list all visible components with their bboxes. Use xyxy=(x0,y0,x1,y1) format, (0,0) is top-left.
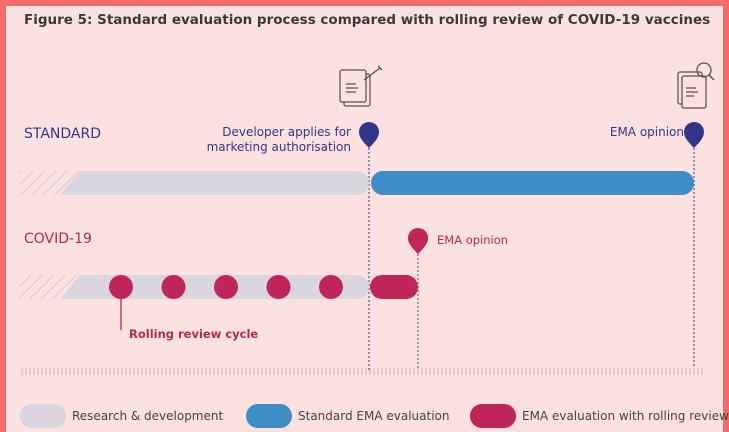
covid-rolling-bar xyxy=(370,275,418,299)
covid-opinion-pin xyxy=(408,228,428,254)
legend-label-standard: Standard EMA evaluation xyxy=(298,409,450,423)
legend-swatch-standard xyxy=(246,404,292,428)
rolling-review-dot xyxy=(161,275,186,299)
rolling-review-cycles xyxy=(109,275,343,299)
legend-label-rolling: EMA evaluation with rolling review xyxy=(522,409,729,423)
legend-swatch-rolling xyxy=(470,404,516,428)
application-document-icon xyxy=(339,65,383,107)
rolling-review-dot xyxy=(214,275,238,299)
rolling-review-dot xyxy=(266,275,291,299)
legend-swatch-research xyxy=(20,404,66,428)
standard-start-pin xyxy=(359,122,379,148)
rolling-review-label: Rolling review cycle xyxy=(129,327,259,341)
legend-label-research: Research & development xyxy=(72,409,224,423)
standard-row-label: STANDARD xyxy=(24,126,102,142)
covid-opinion-label: EMA opinion xyxy=(437,233,509,247)
standard-evaluation-bar xyxy=(371,171,694,195)
standard-end-pin xyxy=(684,122,704,148)
rolling-review-dot xyxy=(109,275,133,299)
timeline-ticks xyxy=(21,368,703,375)
review-document-icon xyxy=(677,62,715,109)
standard-start-label: Developer applies for marketing authoris… xyxy=(206,125,351,154)
rolling-review-dot xyxy=(319,275,343,299)
covid-row-label: COVID-19 xyxy=(24,231,92,247)
figure-title: Figure 5: Standard evaluation process co… xyxy=(24,12,711,28)
standard-end-label: EMA opinion xyxy=(609,125,684,139)
standard-research-bar xyxy=(60,171,369,195)
